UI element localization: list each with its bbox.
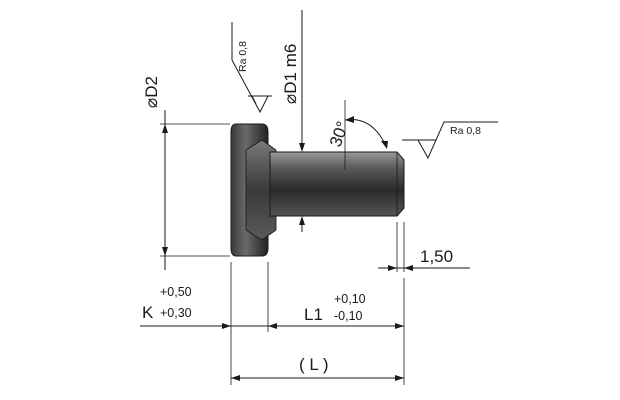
k-label: K bbox=[142, 303, 154, 322]
k-upper-tolerance: +0,50 bbox=[160, 285, 192, 299]
k-dimension: +0,50 K +0,30 bbox=[140, 262, 277, 385]
l1-label: L1 bbox=[304, 305, 323, 324]
ra-head-label: Ra 0,8 bbox=[237, 41, 249, 72]
d2-dimension: ⌀D2 bbox=[142, 76, 230, 270]
d2-label: ⌀D2 bbox=[142, 76, 161, 108]
chamfer-label: 1,50 bbox=[420, 247, 453, 266]
d1-dimension: ⌀D1 m6 bbox=[281, 10, 305, 232]
ra-shaft-symbol: Ra 0,8 bbox=[402, 121, 498, 160]
l1-lower-tolerance: -0,10 bbox=[334, 309, 363, 323]
d1-label: ⌀D1 m6 bbox=[281, 44, 300, 104]
l-label: ( L ) bbox=[299, 355, 329, 374]
l1-dimension: +0,10 L1 -0,10 bbox=[268, 278, 405, 385]
chamfer-dimension: 1,50 bbox=[378, 222, 470, 272]
k-lower-tolerance: +0,30 bbox=[160, 306, 192, 320]
l1-upper-tolerance: +0,10 bbox=[334, 292, 366, 306]
l-dimension: ( L ) bbox=[231, 355, 404, 381]
ra-shaft-label: Ra 0,8 bbox=[450, 125, 481, 137]
ra-head-symbol: Ra 0,8 bbox=[231, 22, 272, 114]
pin-part bbox=[230, 123, 405, 257]
pin-shaft bbox=[269, 151, 405, 217]
pin-hub bbox=[245, 139, 277, 241]
angle-label: 30° bbox=[326, 119, 353, 150]
